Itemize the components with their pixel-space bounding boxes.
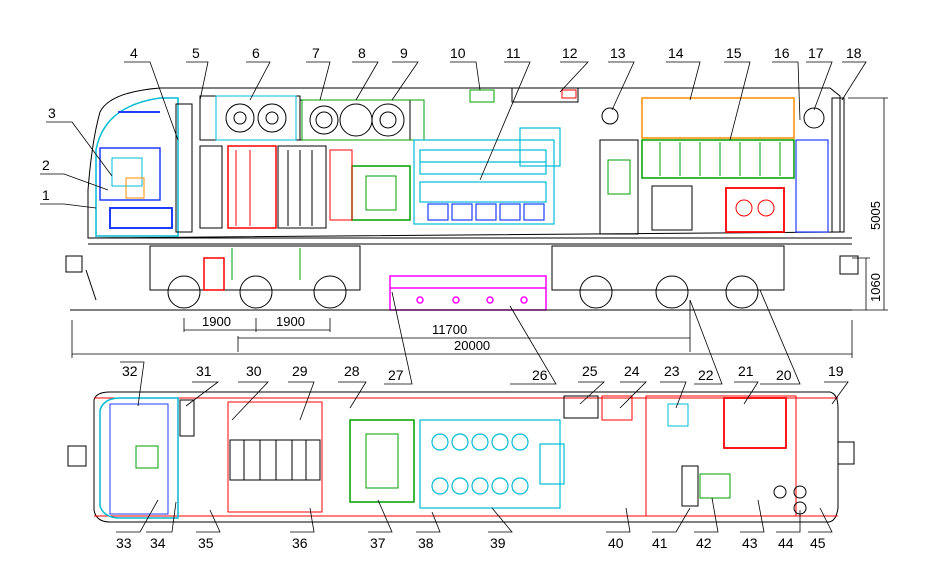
callout-18: 18 (846, 45, 862, 61)
callout-20: 20 (776, 367, 792, 383)
side-view (65, 87, 859, 311)
cab-section (95, 97, 193, 237)
dim-wheelbase-a: 1900 (202, 314, 231, 329)
plan-cab (99, 397, 195, 519)
plan-view (67, 391, 855, 523)
front-bogie (149, 245, 361, 309)
callout-9: 9 (400, 45, 408, 61)
callout-39: 39 (490, 535, 506, 551)
callout-26: 26 (532, 367, 548, 383)
electrical-cabinet (199, 145, 327, 229)
callout-19: 19 (828, 363, 844, 379)
callout-37: 37 (370, 535, 386, 551)
dim-height: 5005 (868, 201, 883, 230)
callout-40: 40 (608, 535, 624, 551)
callout-13: 13 (610, 45, 626, 61)
dimension-lines (71, 97, 888, 358)
callout-3: 3 (48, 105, 56, 121)
traction-motor-fans (215, 95, 297, 141)
rear-bogie (551, 245, 785, 309)
plan-generator (349, 419, 415, 503)
dim-bogie-centers: 11700 (432, 322, 467, 337)
callout-21: 21 (738, 363, 754, 379)
callout-12: 12 (562, 45, 578, 61)
couplers (65, 255, 859, 301)
callout-34: 34 (150, 535, 166, 551)
callout-16: 16 (774, 45, 790, 61)
roof-equipment (469, 87, 619, 125)
callout-15: 15 (726, 45, 742, 61)
callout-8: 8 (358, 45, 366, 61)
plan-couplers (67, 441, 855, 467)
cooling-fans (301, 99, 425, 141)
rear-compartment (795, 97, 845, 233)
callout-4: 4 (130, 45, 138, 61)
callout-35: 35 (198, 535, 214, 551)
plan-electrical (227, 401, 323, 513)
radiator-section (599, 97, 795, 235)
callout-27: 27 (388, 367, 404, 383)
callout-24: 24 (624, 363, 640, 379)
callout-11: 11 (506, 45, 521, 61)
callout-2: 2 (42, 157, 50, 173)
callout-17: 17 (808, 45, 824, 61)
callout-30: 30 (246, 363, 262, 379)
callout-6: 6 (252, 45, 260, 61)
callout-45: 45 (810, 535, 826, 551)
callout-36: 36 (292, 535, 308, 551)
main-generator (329, 149, 411, 221)
callout-1: 1 (42, 187, 50, 203)
dimension-labels: 1900 1900 11700 20000 5005 1060 (202, 201, 883, 353)
dim-overall-length: 20000 (454, 338, 490, 353)
callout-numbers: 4 5 6 7 8 9 10 11 12 13 14 15 16 17 18 3… (42, 45, 862, 551)
callout-14: 14 (668, 45, 684, 61)
plan-engine (419, 419, 565, 509)
dim-wheelbase-b: 1900 (276, 314, 305, 329)
callout-25: 25 (582, 363, 598, 379)
callout-7: 7 (312, 45, 320, 61)
diesel-engine (413, 127, 561, 225)
callout-29: 29 (292, 363, 308, 379)
callout-42: 42 (696, 535, 712, 551)
callout-leaders (40, 61, 867, 533)
callout-32: 32 (122, 363, 138, 379)
callout-43: 43 (742, 535, 758, 551)
callout-28: 28 (344, 363, 360, 379)
callout-10: 10 (450, 45, 466, 61)
callout-23: 23 (664, 363, 680, 379)
plan-body-outline (93, 391, 839, 523)
callout-44: 44 (778, 535, 794, 551)
callout-38: 38 (418, 535, 434, 551)
callout-33: 33 (116, 535, 132, 551)
callout-41: 41 (652, 535, 668, 551)
callout-5: 5 (192, 45, 200, 61)
fuel-tank (389, 275, 547, 311)
air-compressor (651, 185, 785, 233)
callout-22: 22 (698, 367, 714, 383)
callout-31: 31 (196, 363, 212, 379)
plan-rear-equipment (563, 395, 807, 517)
dim-coupler-height: 1060 (868, 273, 883, 302)
